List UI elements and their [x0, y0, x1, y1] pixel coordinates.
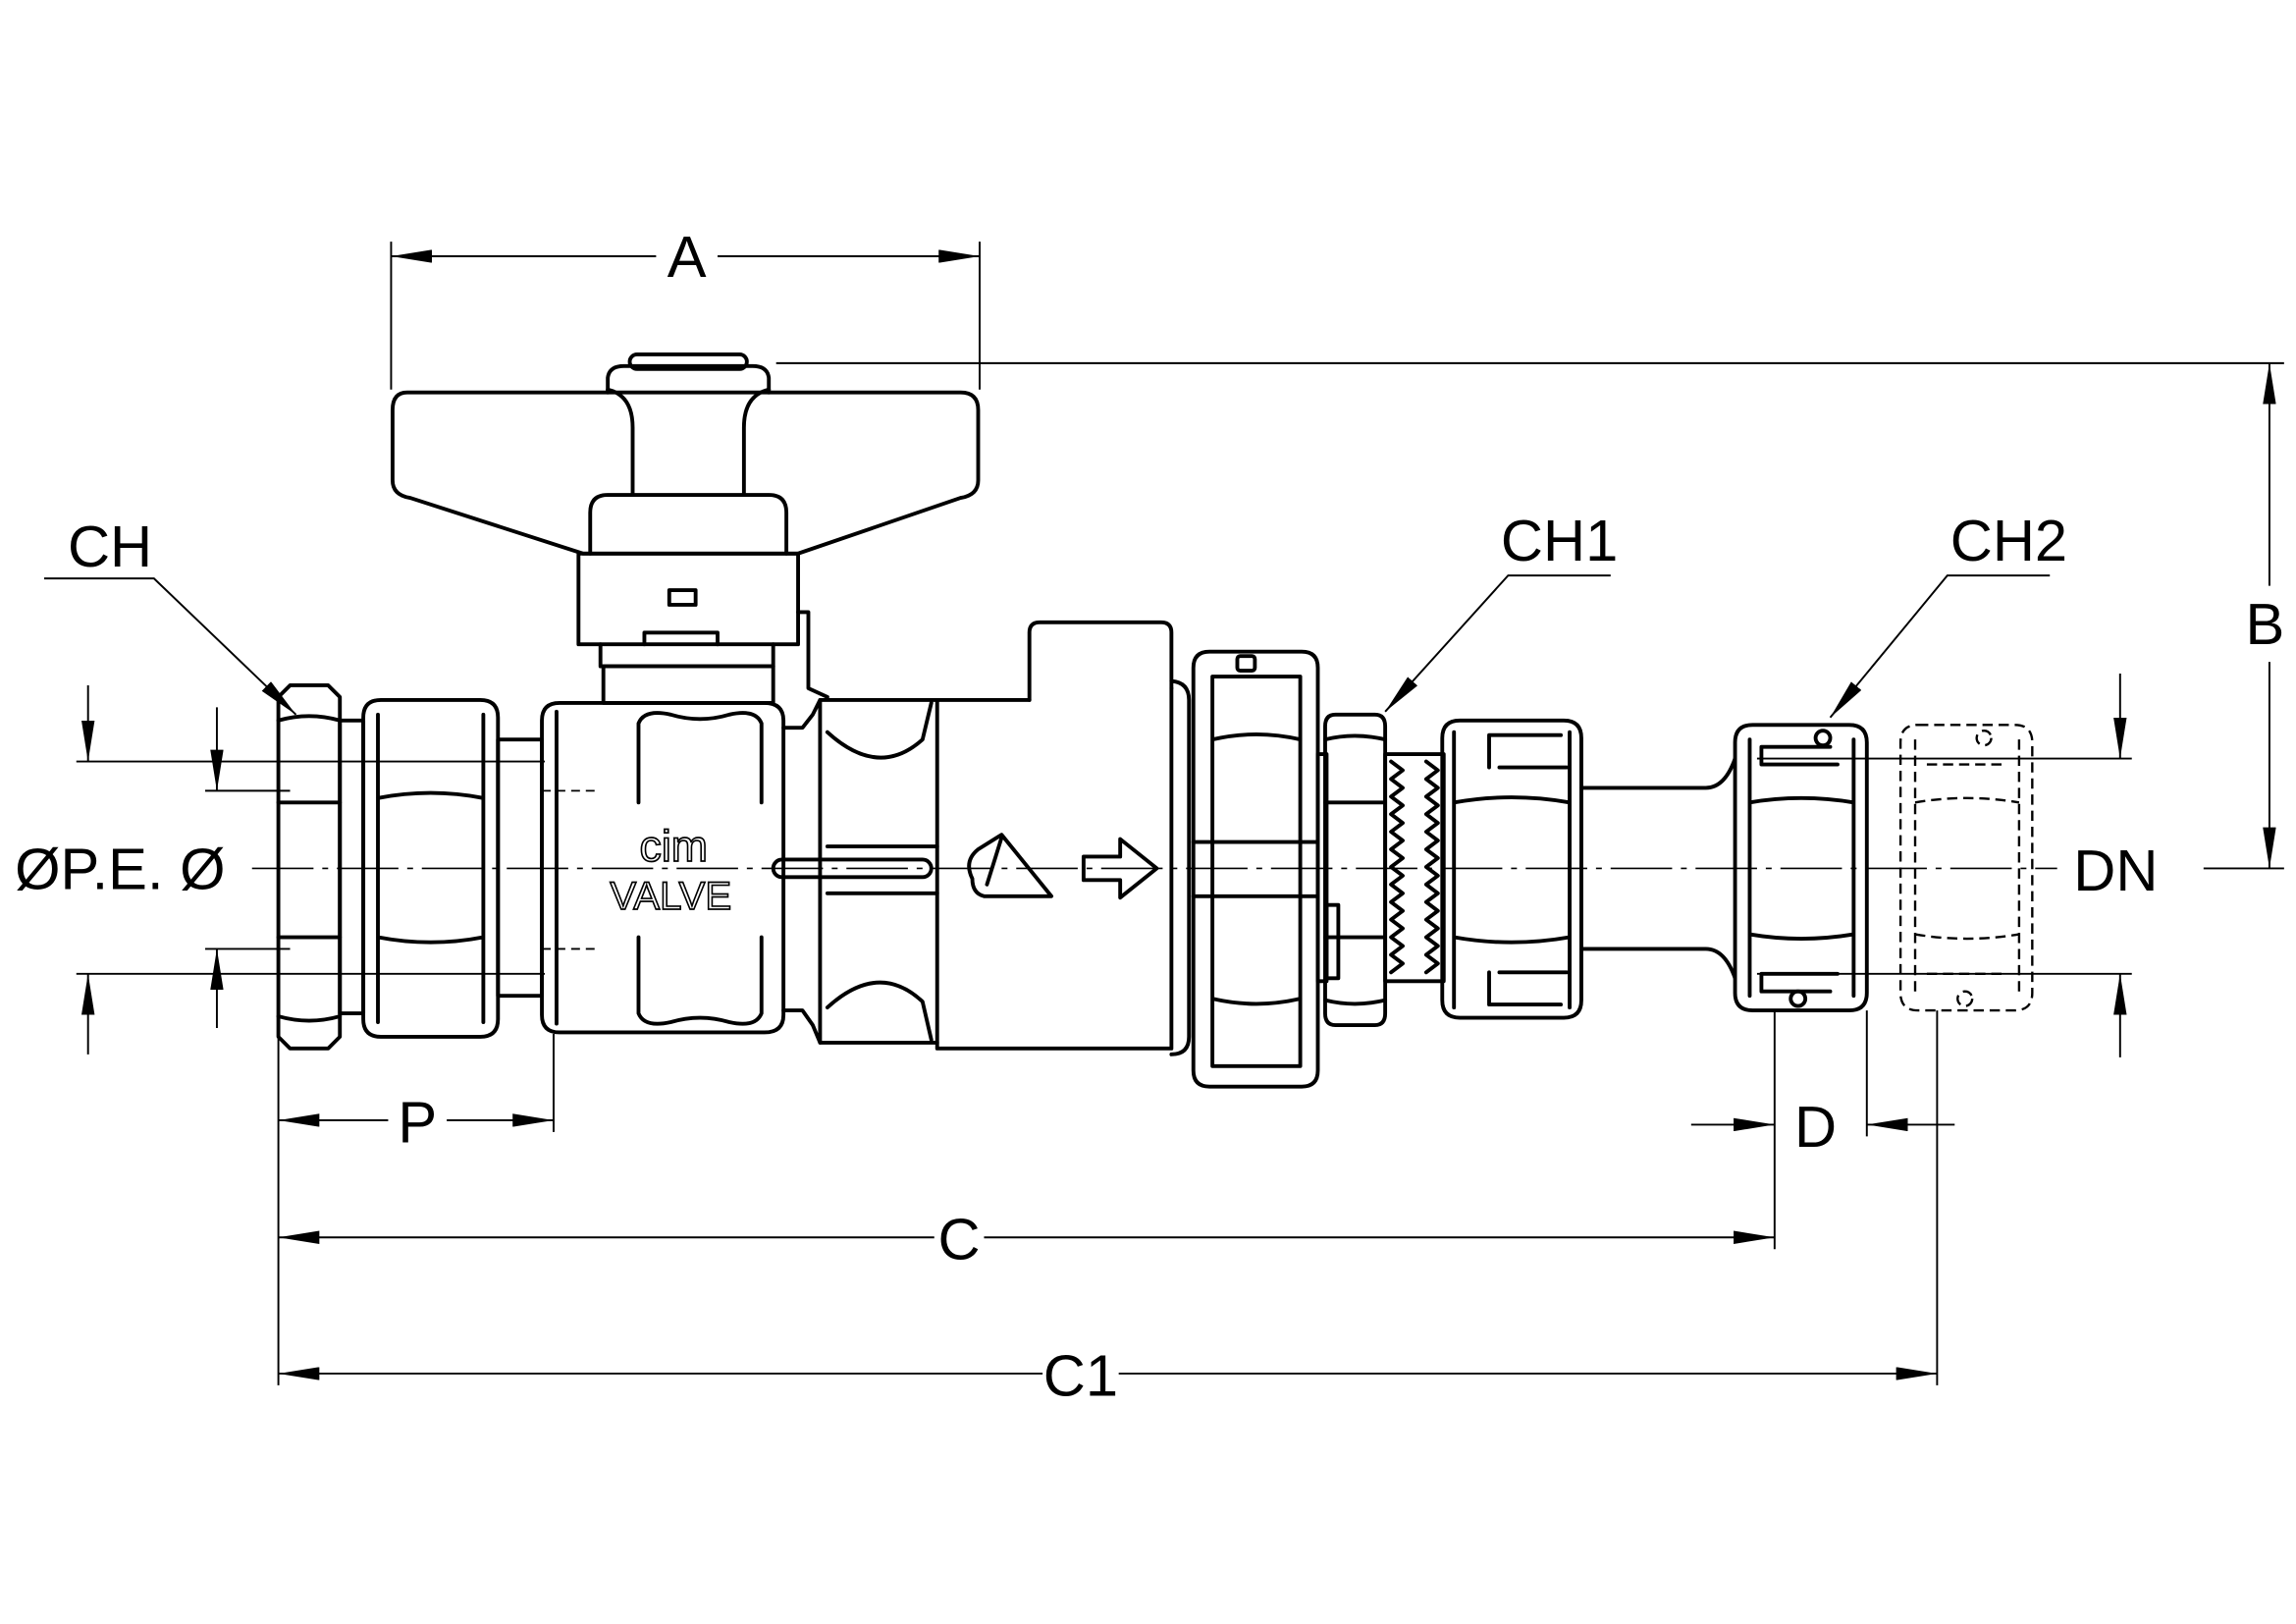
dimension-d: D — [1690, 1094, 1955, 1160]
union-nut-large — [1191, 649, 1320, 1089]
drain-boss — [1027, 620, 1174, 702]
ch2-nut-marker-top — [1813, 729, 1833, 748]
ball-housing — [540, 700, 786, 1035]
ch-label: CH — [68, 514, 152, 579]
washer-stop — [1324, 902, 1341, 981]
housing-lower-face — [636, 935, 764, 1026]
ch1-hex-nut-faces — [1323, 733, 1388, 1006]
phantom-nut-alternate-position — [1898, 724, 2034, 1012]
ch1-hex-nut — [1323, 712, 1388, 1027]
handle-rib-left — [606, 387, 635, 498]
dimension-p: P — [278, 1089, 554, 1155]
leader-ch-line — [43, 577, 297, 716]
handle-top-cap — [606, 363, 772, 395]
handle-rib-right — [741, 387, 772, 498]
dn-label: DN — [2073, 838, 2158, 903]
dimension-c: C — [278, 1207, 1775, 1272]
union-nut-marker — [1235, 654, 1257, 674]
inlet-spacer-ring — [338, 718, 366, 1016]
leader-ch1: CH1 — [1384, 508, 1618, 713]
phantom-nut-outline — [1898, 724, 2034, 1012]
dimension-c-label: C — [938, 1207, 981, 1272]
thread-left — [1389, 759, 1405, 975]
dimension-b: B — [775, 361, 2285, 869]
leader-ch1-line — [1384, 574, 1611, 713]
outlet-fittings — [1191, 649, 1869, 1089]
handle-hub — [588, 493, 789, 556]
t-handle — [390, 352, 981, 705]
handle-wings — [390, 390, 981, 556]
leader-ch2: CH2 — [1829, 508, 2067, 719]
inlet-hex-nut — [276, 683, 343, 1051]
phantom-nut-marker-top — [1975, 730, 1993, 747]
leader-ch: CH — [43, 514, 297, 716]
body-slot — [771, 857, 934, 880]
dimension-dn: DN — [1756, 674, 2158, 1057]
ch2-label: CH2 — [1950, 508, 2067, 573]
ch2-nut-marker-bottom — [1789, 989, 1808, 1008]
leader-ch2-line — [1829, 574, 2051, 719]
pe-diameter-label: ØP.E. Ø — [15, 836, 225, 901]
valve-neck — [601, 664, 775, 705]
brand-cim: cim — [639, 822, 708, 871]
body-outlet-flange — [1169, 678, 1192, 1056]
dimension-b-label: B — [2246, 591, 2285, 657]
body-waist — [781, 697, 939, 1045]
phantom-nut-marker-bottom — [1956, 990, 1974, 1007]
brand-valve: VALVE — [610, 874, 731, 918]
ch1-label: CH1 — [1501, 508, 1618, 573]
body-lower-grip — [825, 980, 934, 1042]
housing-upper-face — [636, 711, 764, 805]
stem-notch — [598, 630, 775, 669]
inlet-hex-nut-faces — [276, 714, 343, 1023]
inlet-fittings — [276, 683, 544, 1051]
dimension-c1-label: C1 — [1043, 1342, 1118, 1408]
union-nut-large-faces — [1191, 675, 1320, 1068]
tube — [1579, 756, 1737, 981]
tube-compression-nut-faces — [1452, 730, 1572, 1010]
valve-body — [540, 620, 1192, 1056]
flow-direction-arrow-icon — [1081, 837, 1159, 900]
body-outlet-section — [934, 686, 1174, 1051]
stem-nut — [667, 588, 698, 607]
dimension-d-label: D — [1794, 1094, 1837, 1160]
body-grip-lines — [825, 844, 939, 895]
ch2-compression-nut — [1733, 723, 1869, 1013]
dimension-c1: C1 — [278, 1342, 1938, 1408]
stem-block — [576, 551, 800, 647]
inlet-union-nut — [361, 697, 501, 1039]
phantom-nut-faces — [1913, 739, 2021, 997]
dimension-a: A — [390, 224, 981, 390]
inlet-union-nut-faces — [376, 712, 486, 1024]
body-upper-grip — [825, 700, 934, 760]
dimension-pe-diameter: ØP.E. Ø — [15, 684, 546, 1055]
cim-logo-icon — [967, 833, 1054, 898]
handle-top-boss — [627, 352, 749, 371]
thread-right — [1423, 759, 1440, 975]
dimension-a-label: A — [667, 224, 707, 290]
dimension-p-label: P — [398, 1089, 437, 1155]
tube-compression-nut — [1440, 718, 1583, 1020]
handle-stop-clip — [796, 610, 829, 699]
ch2-compression-nut-faces — [1747, 737, 1856, 999]
